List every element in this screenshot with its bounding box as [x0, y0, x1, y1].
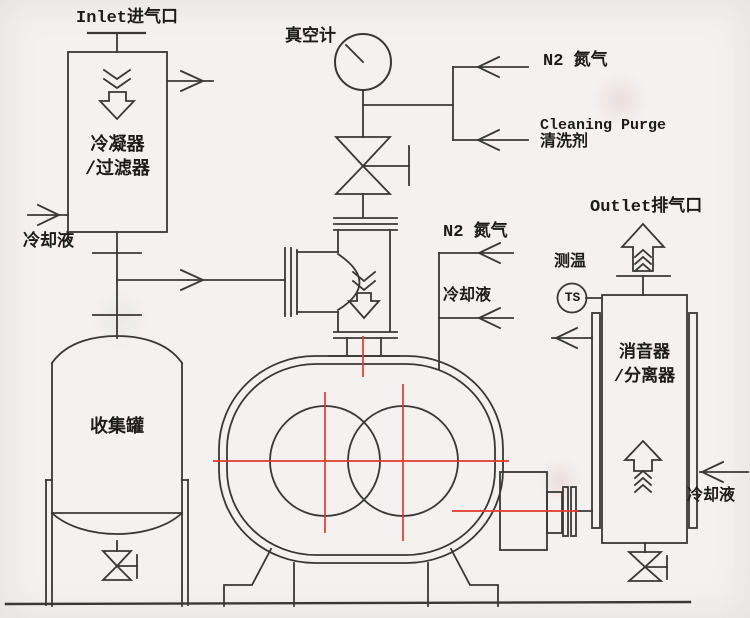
n2-mid-arrow-icon — [476, 241, 502, 265]
cleaning-purge-label-en: Cleaning Purge — [540, 117, 667, 134]
red-centerlines — [213, 336, 578, 541]
condenser-out-arrow-icon — [166, 69, 214, 93]
n2-top-arrow-icon — [475, 55, 501, 79]
n2-mid-label: N2 氮气 — [443, 223, 508, 242]
pump-right-leg — [449, 547, 499, 607]
muffler-label-line2: /分离器 — [613, 368, 676, 387]
muffler-label-line1: 消音器 — [619, 344, 670, 363]
pump-left-leg — [223, 547, 273, 607]
branch-right-arrow-icon — [179, 268, 206, 292]
pump-inlet-tee — [284, 217, 400, 357]
muffler-separator-box — [591, 275, 698, 544]
condenser-label-line2: /过滤器 — [85, 160, 150, 180]
muffler-drain-valve-icon — [626, 542, 668, 582]
pump-purge-bracket — [438, 241, 514, 370]
purge-manifold — [362, 55, 529, 152]
pump-casing — [218, 355, 504, 607]
collection-tank-vessel — [45, 335, 189, 607]
tank-drain-valve-icon — [100, 540, 138, 581]
main-valve-icon — [333, 136, 410, 218]
coolant-right-arrow-icon — [699, 460, 749, 484]
tee-flow-down-icon — [347, 270, 381, 320]
condenser-flow-down-icon — [97, 68, 137, 121]
inlet-label: Inlet进气口 — [76, 9, 179, 28]
outlet-up-arrow-icon — [619, 222, 667, 273]
coolant-mid-label: 冷却液 — [443, 287, 492, 305]
condenser-filter-box — [67, 31, 168, 233]
n2-top-label: N2 氮气 — [543, 52, 608, 71]
condenser-drain-pipe — [92, 231, 286, 339]
condenser-label-line1: 冷凝器 — [90, 136, 145, 156]
cleaning-purge-label-zh: 清洗剂 — [540, 133, 589, 151]
muffler-left-out-arrow-icon — [551, 326, 593, 350]
vacuum-gauge-icon — [334, 33, 392, 138]
ts-tag: TS — [564, 290, 581, 305]
temp-sensor-label: 测温 — [554, 253, 587, 271]
muffler-flow-up-icon — [622, 439, 664, 494]
coolant-right-label: 冷却液 — [687, 487, 736, 505]
cleaning-purge-arrow-icon — [475, 128, 501, 152]
coolant-left-label: 冷却液 — [23, 233, 74, 252]
ground-line — [4, 600, 692, 606]
coolant-mid-arrow-icon — [476, 306, 502, 330]
outlet-label: Outlet排气口 — [590, 198, 703, 217]
coolant-in-left-arrow-icon — [27, 203, 69, 227]
temperature-sensor-icon — [556, 282, 603, 314]
vacuum-gauge-label: 真空计 — [285, 28, 336, 47]
collection-tank-label: 收集罐 — [90, 418, 144, 438]
